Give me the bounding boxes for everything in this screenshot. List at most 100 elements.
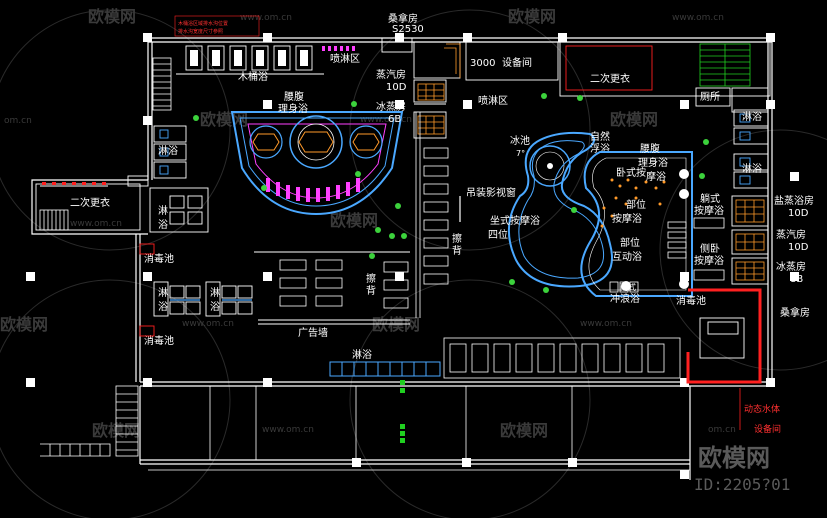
main-massage-pool <box>580 151 693 297</box>
shower-left-label: 淋浴 <box>158 144 178 157</box>
lie-massage-2-label: 摩浴 <box>646 170 666 183</box>
shower-left-2b-label: 浴 <box>158 219 168 231</box>
shower-left-4b-label: 浴 <box>210 301 220 313</box>
pool-side-loungers <box>609 221 687 293</box>
left-locker-benches <box>42 182 106 185</box>
shower-left-3-label: 淋 <box>158 286 168 299</box>
watermark-brand-4: 欧模网 <box>610 110 658 129</box>
massage-back-1b-label: 背 <box>366 284 376 297</box>
massage-jets <box>600 178 666 228</box>
left-shower-blue <box>159 129 169 175</box>
watermark-brand-9: 欧模网 <box>500 421 548 440</box>
watermark-url-3: om.cn <box>4 116 32 126</box>
ice-pool-label: 冰池 <box>510 134 530 147</box>
sauna-spec-label: S2530 <box>392 24 424 35</box>
massage-back-2b-label: 背 <box>452 244 462 257</box>
disinfect-left-1 <box>139 243 155 255</box>
shower-right-1-label: 淋浴 <box>742 110 762 123</box>
dynamic-pool-1-label: 动态水体 <box>744 403 780 415</box>
waist-massage-label: 腰腹 <box>640 142 660 155</box>
natural-bath-label: 自然 <box>590 130 610 143</box>
left-locker-room <box>35 175 149 231</box>
shower-left-2-label: 淋 <box>158 204 168 217</box>
ice-room-right-label: 冰蒸房 <box>776 260 806 273</box>
ad-wall <box>254 251 410 325</box>
dynamic-pool <box>686 288 762 384</box>
ice-count-left-label: 6B <box>388 114 401 125</box>
shower-right-2-label: 淋浴 <box>742 162 762 175</box>
spray-area-mid-label: 喷淋区 <box>478 94 508 107</box>
natural-bath-pool <box>507 131 613 288</box>
right-steam-block <box>731 195 769 285</box>
steam-count-left-label: 10D <box>386 82 407 93</box>
bottom-lockers <box>443 337 681 379</box>
massage-back-2-label: 擦 <box>452 232 462 245</box>
plants <box>193 93 709 293</box>
steam-room-right-label: 蒸汽房 <box>776 228 806 241</box>
watermark-url-8: www.om.cn <box>262 425 314 435</box>
surf-bath-label: 冲浪浴 <box>610 292 640 305</box>
stair-left <box>39 209 69 231</box>
right-massage-beds <box>693 217 725 281</box>
watermark-url-9: om.cn <box>708 425 736 435</box>
disinfect-right-label: 消毒池 <box>676 294 706 307</box>
waist-pool-sublabel: 理身浴 <box>278 102 308 115</box>
left-shower-lower <box>153 281 253 317</box>
second-locker-left-label: 二次更衣 <box>70 196 110 209</box>
watermark-brand-5: 欧模网 <box>330 211 378 230</box>
part-massage-2-label: 按摩浴 <box>612 212 642 225</box>
ad-wall-label: 广告墙 <box>298 326 328 339</box>
equipment-room-label: 设备间 <box>502 56 532 69</box>
lower-corridor <box>148 386 690 471</box>
equipment-size-label: 3000 <box>470 58 495 69</box>
watermark-brand-6: 欧模网 <box>0 315 48 334</box>
part-active-2-label: 互动浴 <box>612 251 642 263</box>
watermark-url-4: www.om.cn <box>360 115 412 125</box>
watermark-id: ID:2205?01 <box>694 475 790 494</box>
watermark-brand-1: 欧模网 <box>88 7 136 26</box>
wooden-bath-label: 木桶浴 <box>238 70 268 83</box>
dynamic-pool-2-label: 设备间 <box>754 423 781 435</box>
waist-pool-label: 腰腹 <box>284 90 304 103</box>
red-note-2: 排水沟宽度尺寸参照 <box>178 28 223 35</box>
ice-pool-temp-label: 7° <box>516 149 525 158</box>
massage-beds-left <box>279 259 409 309</box>
steam-room-left-label: 蒸汽房 <box>376 68 406 81</box>
toilet-block <box>695 87 769 113</box>
natural-bath-2-label: 浮浴 <box>590 143 610 155</box>
disinfect-left-2-label: 消毒池 <box>144 334 174 347</box>
disinfect-left-2 <box>139 325 155 337</box>
equipment-room <box>465 41 771 97</box>
right-shower-block <box>733 109 769 189</box>
lying-massage-right-label: 躺式 <box>700 192 720 205</box>
disinfect-left-1-label: 消毒池 <box>144 252 174 265</box>
lying-massage-right-2-label: 按摩浴 <box>694 204 724 217</box>
part-active-label: 部位 <box>620 236 640 249</box>
right-steam-orange <box>735 199 765 281</box>
stair-bottom-left <box>40 385 139 457</box>
watermark-url-7: www.om.cn <box>580 319 632 329</box>
left-shower-block <box>149 125 209 233</box>
wooden-bath-row <box>176 45 324 75</box>
ice-room-left-label: 冰蒸房 <box>376 100 406 113</box>
wooden-bath-tubs <box>190 50 308 66</box>
watermark-url-6: www.om.cn <box>182 319 234 329</box>
toilet-label: 厕所 <box>700 91 720 103</box>
waist-pool <box>230 111 404 216</box>
part-massage-label: 部位 <box>626 198 646 211</box>
watermark-brand-2: 欧模网 <box>508 7 556 26</box>
ice-pool <box>529 145 571 187</box>
red-note-1: 木桶浴区域排水沟位置 <box>178 20 228 27</box>
watermark-brand-7: 欧模网 <box>372 315 420 334</box>
lie-massage-label: 卧式按 <box>616 166 646 179</box>
massage-beds-center <box>415 112 449 318</box>
sauna-room-label: 桑拿房 <box>388 12 418 25</box>
shower-bottom-label: 淋浴 <box>352 348 372 361</box>
massage-back-1-label: 擦 <box>366 272 376 285</box>
bottom-shower-row <box>329 361 441 377</box>
waist-massage-2-label: 理身浴 <box>638 156 668 169</box>
right-sauna <box>699 317 745 359</box>
ice-count-right-label: 8B <box>790 274 803 285</box>
sitting-massage-label: 坐式按摩浴 <box>490 214 540 227</box>
